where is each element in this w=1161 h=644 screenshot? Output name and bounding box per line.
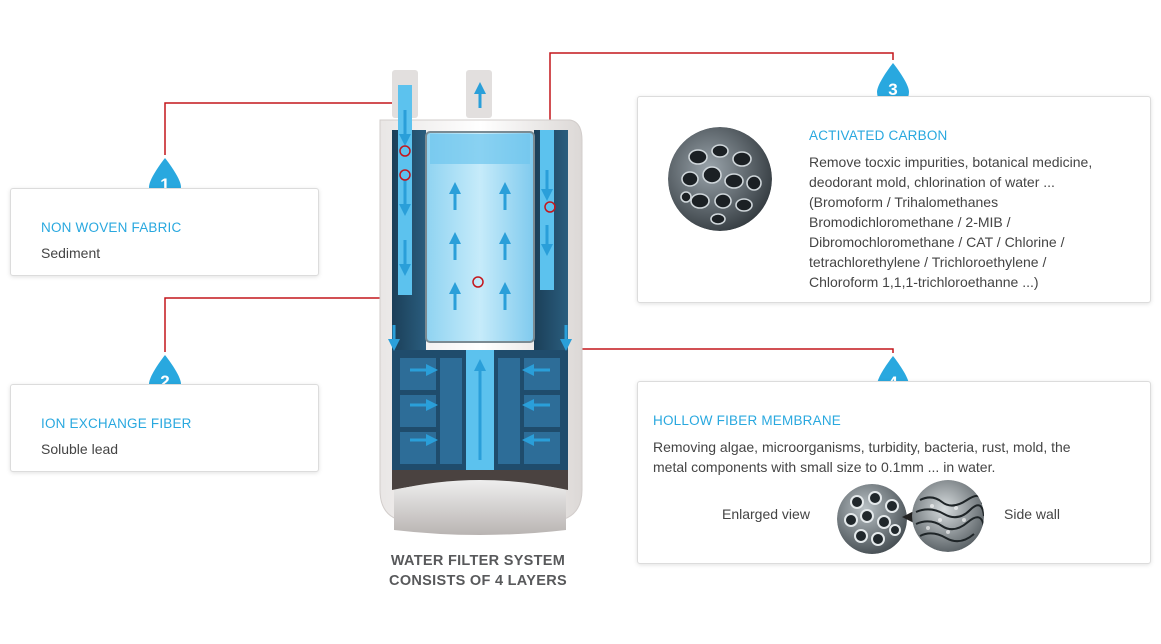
- layer-1-number: 1: [160, 175, 170, 194]
- filter-cross-section: [379, 70, 583, 535]
- layer-2-number: 2: [160, 372, 170, 391]
- enlarged-view-image: [837, 484, 907, 554]
- layer-3-line: Chloroform 1,1,1-trichloroethanne ...): [809, 274, 1039, 290]
- connector-line-1: [164, 102, 406, 155]
- layer-4-line: metal components with small size to 0.1m…: [653, 459, 996, 475]
- side-wall-image: [912, 480, 984, 552]
- pointer-arrow-icon: [902, 511, 914, 523]
- layer-2-title: ION EXCHANGE FIBER: [41, 416, 192, 431]
- layer-3-line: deodorant mold, chlorination of water ..…: [809, 174, 1055, 190]
- caption-line-1: WATER FILTER SYSTEM: [390, 553, 566, 569]
- layer-4-description: Removing algae, microorganisms, turbidit…: [653, 437, 1071, 477]
- layer-1-card: NON WOVEN FABRIC Sediment: [10, 188, 319, 276]
- layer-1-title: NON WOVEN FABRIC: [41, 220, 182, 235]
- layer-3-line: Bromodichloromethane / 2-MIB /: [809, 214, 1011, 230]
- layer-2-text: Soluble lead: [41, 441, 119, 457]
- enlarged-view-label: Enlarged view: [722, 506, 810, 522]
- layer-3-title: ACTIVATED CARBON: [809, 128, 948, 143]
- filter-caption: WATER FILTER SYSTEM CONSISTS OF 4 LAYERS: [370, 551, 586, 591]
- layer-1-text: Sediment: [41, 245, 101, 261]
- layer-4-title: HOLLOW FIBER MEMBRANE: [653, 413, 841, 428]
- activated-carbon-image: [668, 127, 772, 231]
- layer-3-line: (Bromoform / Trihalomethanes: [809, 194, 999, 210]
- layer-3-description: Remove tocxic impurities, botanical medi…: [809, 152, 1092, 292]
- layer-4-line: Removing algae, microorganisms, turbidit…: [653, 439, 1071, 455]
- layer-4-card: HOLLOW FIBER MEMBRANE Removing algae, mi…: [637, 381, 1151, 564]
- side-wall-label: Side wall: [1004, 506, 1061, 522]
- layer-3-line: Remove tocxic impurities, botanical medi…: [809, 154, 1093, 170]
- layer-3-number: 3: [888, 80, 898, 99]
- layer-3-line: Dibromochloromethane / CAT / Chlorine /: [809, 234, 1065, 250]
- layer-2-card: ION EXCHANGE FIBER Soluble lead: [10, 384, 319, 472]
- layer-3-line: tetrachlorethylene / Trichloroethylene /: [809, 254, 1047, 270]
- layer-3-card: ACTIVATED CARBON Remove tocxic impuritie…: [637, 96, 1151, 303]
- caption-line-2: CONSISTS OF 4 LAYERS: [389, 573, 567, 589]
